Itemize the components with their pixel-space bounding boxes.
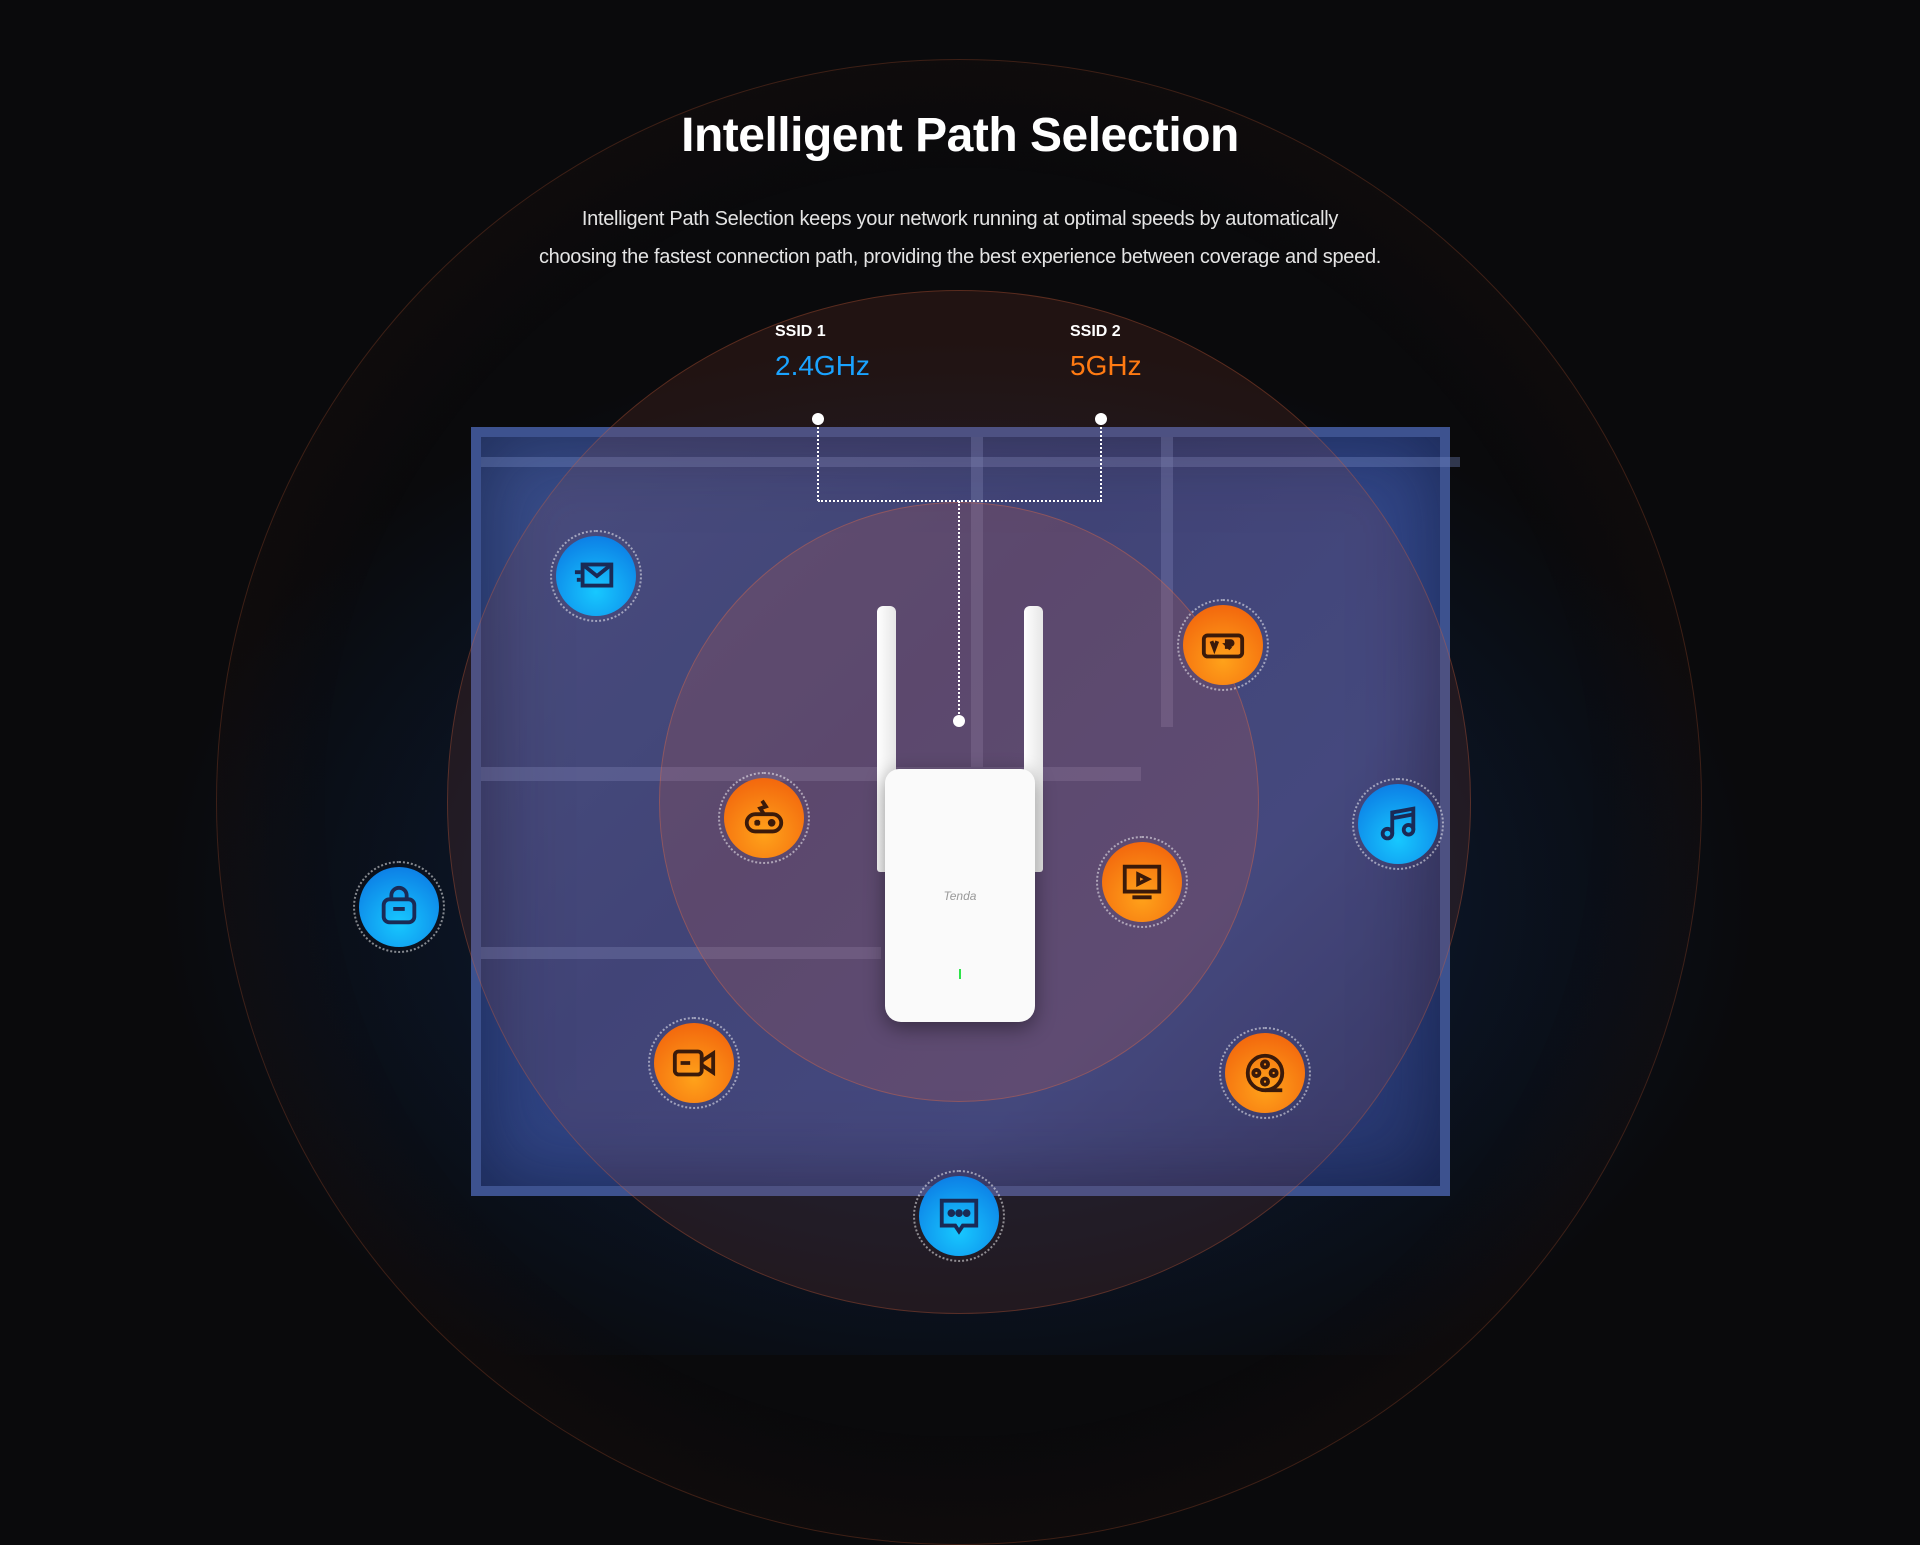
- page-title: Intelligent Path Selection: [681, 109, 1239, 162]
- connector-line: [818, 500, 1102, 502]
- range-extender-device: Tenda: [885, 769, 1035, 1022]
- connector-line: [1100, 419, 1102, 501]
- description-line: choosing the fastest connection path, pr…: [538, 246, 1382, 268]
- mail-icon: [550, 530, 642, 622]
- floor-plan-wall: [1161, 437, 1173, 727]
- ssid2-band: 5GHz: [1070, 350, 1142, 381]
- floor-plan-wall: [481, 947, 881, 959]
- connector-line: [958, 501, 960, 721]
- shopping-bag-icon: [353, 861, 445, 953]
- floor-plan-wall: [481, 457, 1460, 467]
- description: Intelligent Path Selection keeps your ne…: [0, 200, 1920, 276]
- status-led: [959, 969, 961, 979]
- ssid1-dot: [812, 413, 824, 425]
- brand-logo: Tenda: [943, 889, 977, 903]
- description-line: Intelligent Path Selection keeps your ne…: [581, 208, 1339, 230]
- tv-icon: [1096, 836, 1188, 928]
- ssid2-dot: [1095, 413, 1107, 425]
- music-icon: [1352, 778, 1444, 870]
- video-camera-icon: [648, 1017, 740, 1109]
- device-dot: [953, 715, 965, 727]
- film-reel-icon: [1219, 1027, 1311, 1119]
- floor-plan-wall: [971, 437, 983, 767]
- chat-icon: [913, 1170, 1005, 1262]
- gamepad-icon: [718, 772, 810, 864]
- ssid2-label: SSID 2: [1070, 323, 1121, 340]
- ssid1-band: 2.4GHz: [775, 350, 870, 381]
- connector-line: [817, 419, 819, 501]
- vr-icon: [1177, 599, 1269, 691]
- ssid1-label: SSID 1: [775, 323, 826, 340]
